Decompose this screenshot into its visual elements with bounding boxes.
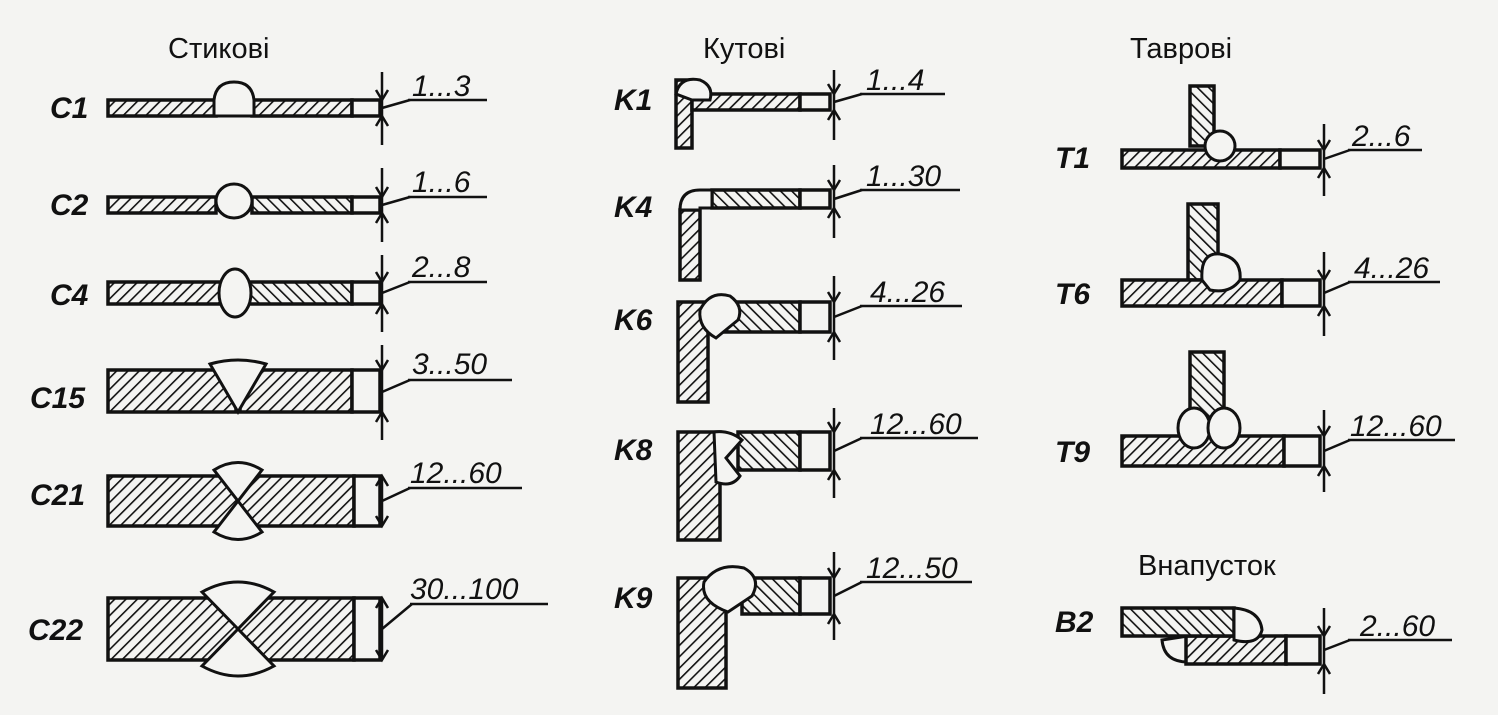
header-lap: Внапусток — [1138, 550, 1276, 582]
joint-t1: T1 2...6 — [1055, 84, 1422, 196]
weld-bead — [1232, 606, 1264, 644]
joint-c1: C1 1...3 — [50, 70, 487, 145]
joint-k6: K6 4...26 — [614, 276, 962, 404]
thickness-range: 1...3 — [412, 70, 471, 103]
thickness-range: 2...60 — [1359, 610, 1435, 643]
joint-c22: C22 30...100 — [28, 573, 548, 678]
joint-t9: T9 12...60 — [1055, 350, 1455, 492]
joint-code: C21 — [30, 479, 85, 512]
thickness-range: 12...60 — [410, 457, 502, 490]
weld-bead — [214, 182, 254, 220]
joint-c4: C4 2...8 — [50, 251, 487, 332]
joint-code: C2 — [50, 189, 89, 222]
thickness-range: 2...6 — [1351, 120, 1411, 153]
joint-t6: T6 4...26 — [1055, 202, 1440, 336]
joint-k1: K1 1...4 — [614, 64, 945, 150]
weld-bead — [712, 430, 745, 486]
weld-bead — [698, 293, 742, 340]
thickness-range: 12...50 — [866, 552, 958, 585]
joint-code: K9 — [614, 582, 653, 615]
weld-bead — [674, 77, 713, 102]
joint-c21: C21 12...60 — [30, 457, 522, 541]
joint-code: C15 — [30, 382, 86, 415]
joint-code: B2 — [1055, 606, 1094, 639]
thickness-range: 1...4 — [866, 64, 924, 97]
joint-k8: K8 12...60 — [614, 408, 978, 542]
joint-code: T6 — [1055, 278, 1090, 311]
weld-bead — [1200, 252, 1242, 293]
header-corner: Кутові — [703, 33, 785, 65]
joint-b2: B2 2...60 — [1055, 606, 1452, 694]
joint-code: T1 — [1055, 142, 1090, 175]
dimension-box — [350, 98, 382, 118]
thickness-range: 2...8 — [411, 251, 471, 284]
joint-c15: C15 3...50 — [30, 345, 512, 440]
joint-code: K8 — [614, 434, 653, 467]
weld-bead — [217, 267, 253, 319]
weld-bead — [212, 80, 256, 118]
thickness-range: 1...6 — [412, 166, 471, 199]
thickness-range: 4...26 — [870, 276, 945, 309]
weld-bead — [199, 626, 277, 678]
joint-k9: K9 12...50 — [614, 552, 972, 690]
weld-bead — [211, 498, 265, 541]
joint-code: C22 — [28, 614, 83, 647]
joint-code: K1 — [614, 84, 652, 117]
joint-c2: C2 1...6 — [50, 166, 487, 242]
thickness-range: 12...60 — [870, 408, 962, 441]
joint-code: C4 — [50, 279, 89, 312]
thickness-range: 12...60 — [1350, 410, 1442, 443]
plate-right — [250, 98, 354, 118]
header-tee: Таврові — [1130, 33, 1232, 65]
joint-code: K6 — [614, 304, 653, 337]
thickness-range: 1...30 — [866, 160, 941, 193]
plate-left — [106, 98, 218, 118]
weld-bead — [702, 565, 758, 614]
thickness-range: 30...100 — [410, 573, 519, 606]
thickness-range: 3...50 — [412, 348, 487, 381]
weld-bead — [1176, 406, 1212, 450]
thickness-range: 4...26 — [1354, 252, 1429, 285]
joint-code: T9 — [1055, 436, 1090, 469]
joint-code: C1 — [50, 92, 88, 125]
joint-code: K4 — [614, 191, 653, 224]
weld-bead — [207, 358, 269, 415]
weld-bead — [1203, 129, 1237, 163]
header-butt: Стикові — [168, 33, 269, 65]
weld-bead — [678, 188, 714, 212]
joint-k4: K4 1...30 — [614, 160, 960, 282]
